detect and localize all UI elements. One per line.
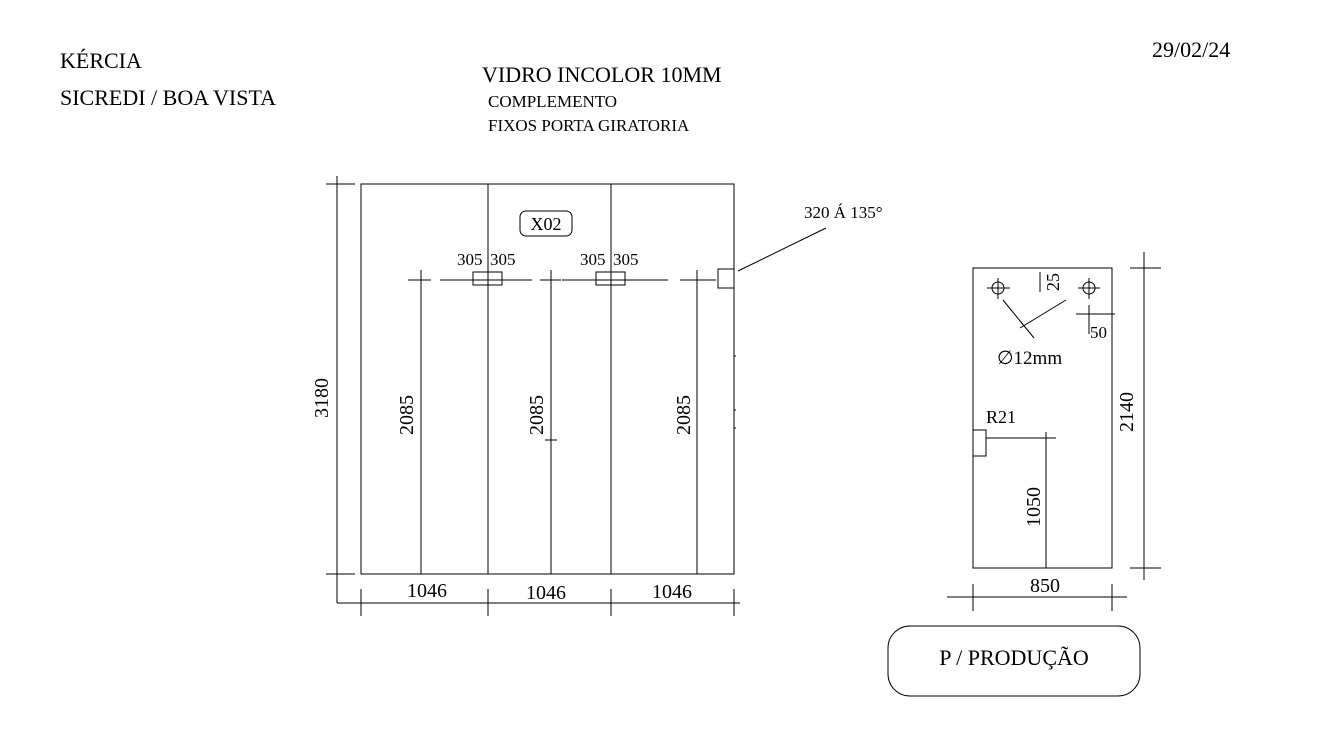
hole-offset-label: 305 (490, 250, 516, 269)
hole-offset-label: 305 (457, 250, 483, 269)
project-location: SICREDI / BOA VISTA (60, 85, 276, 110)
production-stamp: P / PRODUÇÃO (887, 625, 1141, 697)
radius-label: R21 (986, 407, 1016, 427)
stamp-text: P / PRODUÇÃO (939, 645, 1089, 670)
panel-width-dimension: 1046 (407, 580, 447, 602)
panel-tag: X02 (531, 214, 562, 234)
hole-edge-dimension: 25 (1043, 273, 1063, 291)
drawing-subtitle-1: COMPLEMENTO (488, 92, 617, 111)
vertical-dimension: 2085 (396, 395, 418, 435)
panel-width-dimension: 1046 (652, 581, 692, 603)
notch-cutout (717, 268, 735, 289)
hole-diameter-label: ∅12mm (997, 348, 1062, 369)
hole-offset-label: 305 (580, 250, 606, 269)
hinge-cutout (595, 271, 626, 286)
drawing-date: 29/02/24 (1152, 37, 1230, 62)
drawing-title: VIDRO INCOLOR 10MM (482, 62, 722, 87)
hole-offset-label: 305 (613, 250, 639, 269)
drawing-subtitle-2: FIXOS PORTA GIRATORIA (488, 116, 690, 135)
vertical-dimension: 2085 (526, 395, 548, 435)
leader-line (1002, 299, 1035, 339)
leader-line (1019, 299, 1067, 329)
radius-notch (972, 429, 987, 457)
angle-note: 320 Á 135° (804, 203, 883, 222)
detail-panel-drawing: 25 50 ∅12mm R21 1050 2140 850 (947, 252, 1161, 611)
vertical-dimension: 2085 (673, 395, 695, 435)
stamp-box (887, 625, 1141, 697)
panel-tag-box (519, 210, 573, 237)
panel-width-dimension: 1046 (526, 582, 566, 604)
detail-width-dimension: 850 (1030, 575, 1060, 597)
total-height-dimension: 3180 (311, 378, 333, 418)
glass-outline (360, 183, 735, 575)
leader-line (737, 227, 827, 272)
notch-height-dimension: 1050 (1023, 487, 1045, 527)
hinge-cutout (472, 271, 503, 286)
main-panel-drawing: X02 305 305 305 305 320 Á 135° 2085 2085… (311, 176, 883, 616)
client-name: KÉRCIA (60, 48, 142, 73)
detail-height-dimension: 2140 (1116, 392, 1138, 432)
detail-glass-outline (972, 267, 1113, 569)
hole-spacing-dimension: 50 (1090, 323, 1107, 342)
